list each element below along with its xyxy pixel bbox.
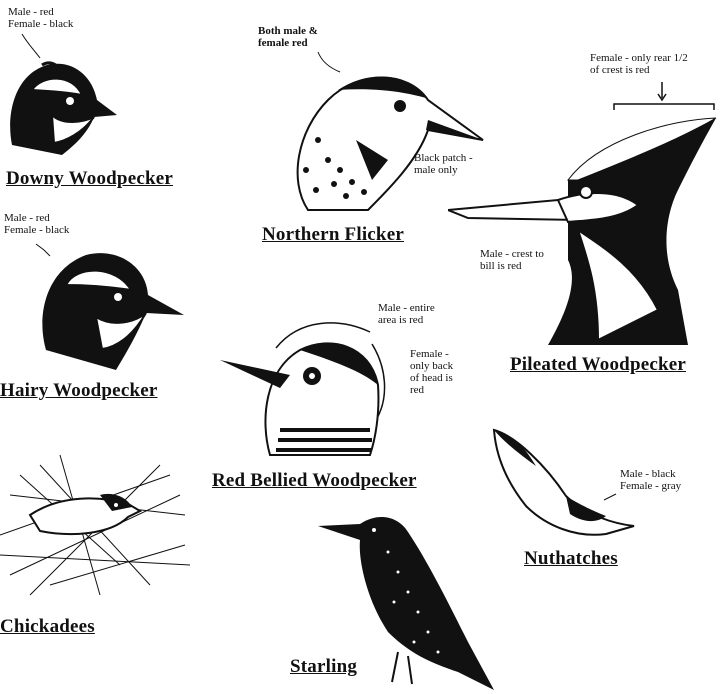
northern-flicker-title: Northern Flicker (262, 224, 404, 246)
red-bellied-woodpecker-title: Red Bellied Woodpecker (212, 470, 417, 492)
hairy-woodpecker-illustration (36, 245, 186, 375)
pileated-woodpecker-title: Pileated Woodpecker (510, 354, 686, 376)
downy-woodpecker-illustration (2, 55, 122, 160)
redbellied-male-note: Male - entire area is red (378, 302, 435, 326)
hairy-woodpecker-title: Hairy Woodpecker (0, 380, 157, 402)
downy-woodpecker-title: Downy Woodpecker (6, 168, 173, 190)
redbellied-female-note: Female - only back of head is red (410, 348, 453, 396)
chickadees-title: Chickadees (0, 616, 95, 638)
nuthatch-sex-note: Male - black Female - gray (620, 468, 681, 492)
pileated-crest-note: Female - only rear 1/2 of crest is red (590, 52, 688, 76)
downy-sex-note: Male - red Female - black (8, 6, 73, 30)
hairy-sex-note: Male - red Female - black (4, 212, 69, 236)
pileated-woodpecker-illustration (448, 110, 720, 350)
pileated-bill-note: Male - crest to bill is red (480, 248, 544, 272)
nuthatch-illustration (486, 426, 636, 541)
red-bellied-woodpecker-illustration (220, 330, 390, 460)
flicker-top-note: Both male & female red (258, 25, 318, 49)
chickadee-illustration (0, 455, 190, 605)
nuthatches-title: Nuthatches (524, 548, 618, 570)
starling-title: Starling (290, 656, 357, 678)
